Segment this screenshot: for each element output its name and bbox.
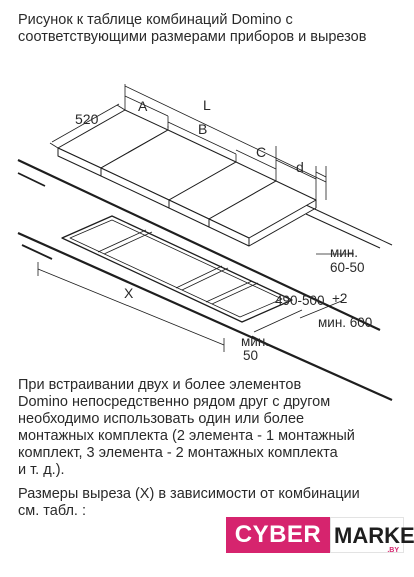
paragraph-line-3: необходимо использовать один или более bbox=[18, 411, 305, 427]
dim-l-label: L bbox=[203, 97, 211, 113]
dim-490-500-label: 490-500 bbox=[275, 293, 325, 308]
paragraph-line-6: и т. д.). bbox=[18, 462, 65, 478]
hob-module-4 bbox=[208, 180, 317, 247]
min-600-label: мин. 600 bbox=[318, 315, 372, 330]
paragraph-line-4: монтажных комплекта (2 элемента - 1 монт… bbox=[18, 428, 355, 444]
min-value-50: 50 bbox=[243, 348, 258, 363]
logo-suffix: .BY bbox=[387, 547, 399, 554]
logo-part-cyber: CYBER bbox=[226, 517, 330, 553]
min-value-60-50: 60-50 bbox=[330, 260, 365, 275]
paragraph-line-1: При встраивании двух и более элементов bbox=[18, 377, 302, 393]
note-line-1: Размеры выреза (X) в зависимости от комб… bbox=[18, 486, 360, 502]
page-heading: Рисунок к таблице комбинаций Domino с со… bbox=[18, 12, 410, 46]
heading-line-2: соответствующими размерами приборов и вы… bbox=[18, 29, 367, 45]
installation-paragraph: При встраивании двух и более элементов D… bbox=[18, 377, 410, 479]
dim-b-label: B bbox=[198, 121, 207, 137]
min-label-1: мин. bbox=[330, 245, 358, 260]
dim-plus2-label: +2 bbox=[332, 291, 347, 306]
min-label-2: мин. bbox=[241, 334, 269, 349]
countertop-edge-top bbox=[17, 159, 381, 331]
note-line-2: см. табл. : bbox=[18, 503, 87, 519]
paragraph-line-2: Domino непосредственно рядом друг с друг… bbox=[18, 394, 331, 410]
hob-module-2 bbox=[100, 129, 237, 209]
countertop-edge-bottom bbox=[17, 231, 393, 402]
paragraph-line-5: комплект, 3 элемента - 2 монтажных компл… bbox=[18, 445, 338, 461]
dim-d-label: d bbox=[296, 159, 304, 175]
dim-a-label: A bbox=[138, 98, 148, 114]
cybermarket-logo: CYBER MARKET .BY bbox=[226, 517, 414, 554]
dim-520-label: 520 bbox=[75, 111, 99, 127]
heading-line-1: Рисунок к таблице комбинаций Domino с bbox=[18, 12, 293, 28]
dim-c-label: C bbox=[256, 144, 266, 160]
logo-part-market: MARKET bbox=[334, 523, 414, 548]
dim-x-label: X bbox=[124, 285, 134, 301]
cutout-note: Размеры выреза (X) в зависимости от комб… bbox=[18, 486, 410, 520]
logo-part-market-box: MARKET .BY bbox=[330, 517, 414, 554]
